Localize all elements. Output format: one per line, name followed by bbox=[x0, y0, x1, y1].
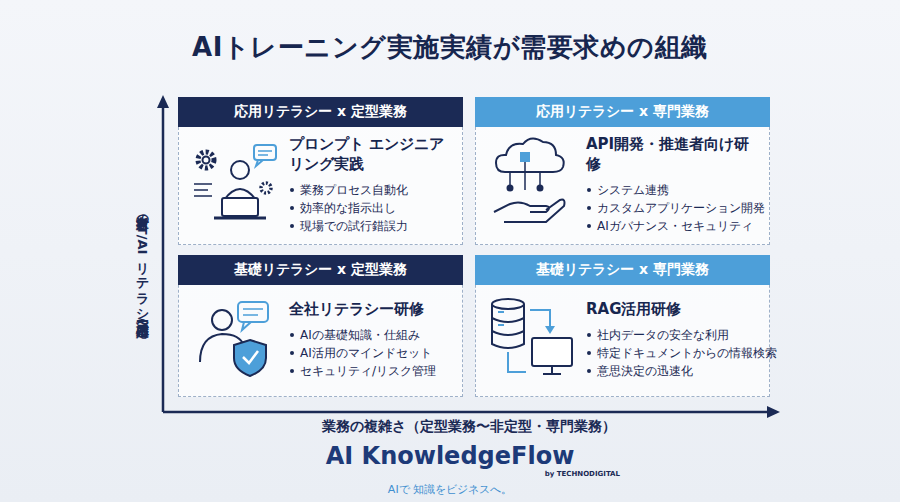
bullet-item: 現場での試行錯誤力 bbox=[289, 217, 456, 235]
course-heading: API開発・推進者向け研修 bbox=[586, 134, 763, 174]
bullet-item: AI活用のマインドセット bbox=[289, 344, 456, 362]
bullet-item: 意思決定の迅速化 bbox=[586, 362, 763, 380]
header-text: 応用リテラシー x 定型業務 bbox=[234, 103, 407, 121]
bullet-item: 業務プロセス自動化 bbox=[289, 181, 456, 199]
panel-content: API開発・推進者向け研修システム連携カスタムアプリケーション開発AIガバナンス… bbox=[586, 128, 763, 240]
header-text: 基礎リテラシー x 専門業務 bbox=[536, 261, 709, 279]
header-text: 基礎リテラシー x 定型業務 bbox=[234, 261, 407, 279]
brand-logo: AI KnowledgeFlow bbox=[0, 442, 900, 470]
axis-label: 業務の複雑さ（定型業務〜非定型・専門業務） bbox=[163, 418, 775, 436]
course-heading: RAG活用研修 bbox=[586, 299, 763, 319]
y-axis-arrowhead bbox=[157, 95, 169, 108]
bullet-item: システム連携 bbox=[586, 181, 763, 199]
tagline: AIで 知識をビジネスへ。 bbox=[0, 482, 900, 497]
bullet-item: 特定ドキュメントからの情報検索 bbox=[586, 344, 763, 362]
title: AIトレーニング実施実績が需要求めの組織 bbox=[0, 30, 900, 65]
quadrant-panel: プロンプト エンジニアリング実践業務プロセス自動化効率的な指示出し現場での試行錯… bbox=[178, 97, 463, 245]
bullet-item: 社内データの安全な利用 bbox=[586, 326, 763, 344]
quadrant-panel: RAG活用研修社内データの安全な利用特定ドキュメントからの情報検索意思決定の迅速… bbox=[475, 255, 770, 397]
quadrant-header: 応用リテラシー x 専門業務 bbox=[475, 97, 770, 127]
quadrant-header: 応用リテラシー x 定型業務 bbox=[178, 97, 463, 127]
course-heading: プロンプト エンジニアリング実践 bbox=[289, 134, 456, 174]
panel-content: プロンプト エンジニアリング実践業務プロセス自動化効率的な指示出し現場での試行錯… bbox=[289, 128, 456, 240]
course-heading: 全社リテラシー研修 bbox=[289, 299, 456, 319]
axis-label: 対象者のIT/AIリテラシー（基礎〜応用） bbox=[133, 110, 151, 410]
bullet-item: 効率的な指示出し bbox=[289, 199, 456, 217]
quadrant-panel: API開発・推進者向け研修システム連携カスタムアプリケーション開発AIガバナンス… bbox=[475, 97, 770, 245]
quadrant-panel: 全社リテラシー研修 AIの基礎知識・仕組みAI活用のマインドセットセキュリティ/リ… bbox=[178, 255, 463, 397]
brand-sub: by TECHNODIGITAL bbox=[500, 470, 620, 478]
bullet-item: セキュリティ/リスク管理 bbox=[289, 362, 456, 380]
quadrant-header: 基礎リテラシー x 専門業務 bbox=[475, 255, 770, 285]
header-text: 応用リテラシー x 専門業務 bbox=[536, 103, 709, 121]
quadrant-header: 基礎リテラシー x 定型業務 bbox=[178, 255, 463, 285]
panel-content: RAG活用研修社内データの安全な利用特定ドキュメントからの情報検索意思決定の迅速… bbox=[586, 286, 763, 392]
y-axis-line bbox=[162, 104, 165, 412]
panel-content: 全社リテラシー研修 AIの基礎知識・仕組みAI活用のマインドセットセキュリティ/リ… bbox=[289, 286, 456, 392]
bullet-item: AIガバナンス・セキュリティ bbox=[586, 217, 763, 235]
bullet-item: カスタムアプリケーション開発 bbox=[586, 199, 763, 217]
bullet-item: AIの基礎知識・仕組み bbox=[289, 326, 456, 344]
x-axis-line bbox=[163, 411, 770, 414]
x-axis-arrowhead bbox=[767, 406, 780, 418]
